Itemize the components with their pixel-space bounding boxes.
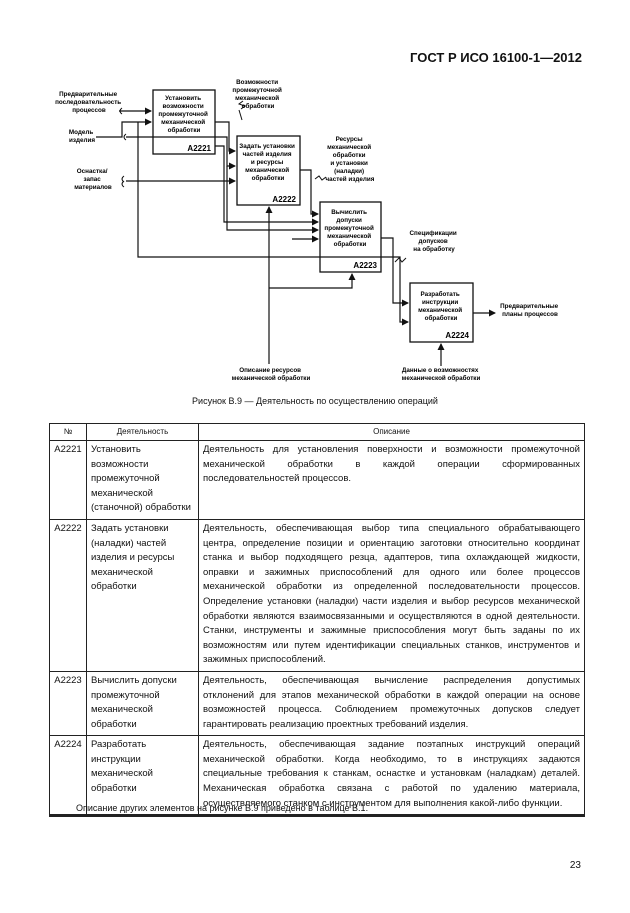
table-row: A2223 Вычислить допуски промежуточной ме…	[49, 670, 585, 737]
idef0-diagram: Предварительные последовательность проце…	[55, 79, 560, 382]
output-label-plans: Предварительные планы процессов	[500, 303, 560, 318]
control-label-capabilities: Возможности промежуточной механической о…	[232, 79, 283, 110]
row-number: A2221	[49, 440, 87, 520]
row-number: A2222	[49, 518, 87, 672]
arrow-mech-resources-a2223	[269, 273, 356, 289]
box-a2224-title: Разработать инструкции механической обра…	[418, 290, 464, 322]
box-a2221-title: Установить возможности промежуточной мех…	[158, 95, 209, 134]
box-a2221-code: A2221	[187, 144, 211, 153]
page-number: 23	[569, 860, 581, 871]
arrow-a2222-output	[300, 169, 319, 218]
box-a2222-title: Задать установки частей изделия и ресурс…	[239, 143, 296, 182]
col-header-number: №	[49, 423, 87, 441]
mechanism-label-data: Данные о возможностях механической обраб…	[402, 367, 481, 382]
arrow-input-model	[96, 118, 152, 138]
box-a2223-code: A2223	[353, 261, 377, 270]
row-description: Деятельность, обеспечивающая выбор типа …	[198, 518, 585, 672]
control-label-resources: Ресурсы механической обработки и установ…	[326, 136, 375, 183]
table-row: A2222 Задать установки (наладки) частей …	[49, 518, 585, 672]
row-activity: Вычислить допуски промежуточной механиче…	[86, 670, 199, 737]
tunnel-brackets	[119, 107, 127, 188]
table-row: A2221 Установить возможности промежуточн…	[49, 440, 585, 520]
activity-box-a2222	[236, 135, 301, 206]
input-label-sequences: Предварительные последовательность проце…	[55, 91, 123, 114]
row-description: Деятельность для установления поверхност…	[198, 440, 585, 520]
table-row: A2224 Разработать инструкции механическо…	[49, 735, 585, 818]
arrow-model-to-a2223	[226, 166, 319, 234]
row-activity: Задать установки (наладки) частей издели…	[86, 518, 199, 672]
input-label-model: Модель изделия	[69, 129, 95, 144]
arrow-model-to-a2222	[126, 136, 236, 170]
activities-table: № Деятельность Описание A2221 Установить…	[49, 423, 585, 818]
arrow-a2221-to-a2223	[215, 145, 319, 226]
box-a2223-title: Вычислить допуски промежуточной механиче…	[324, 209, 375, 248]
arrow-a2223-output	[381, 237, 409, 307]
row-description: Деятельность, обеспечивающая вычисление …	[198, 670, 585, 737]
control-label-tolerances: Спецификации допусков на обработку	[410, 230, 459, 253]
box-a2222-code: A2222	[272, 195, 296, 204]
activity-box-a2223	[319, 201, 382, 273]
box-a2224-code: A2224	[445, 331, 469, 340]
squiggle-connectors	[237, 100, 407, 263]
document-header: ГОСТ Р ИСО 16100-1—2012	[410, 50, 582, 65]
table-header-row: № Деятельность Описание	[49, 423, 585, 441]
arrow-bypass-a2224	[392, 256, 409, 326]
row-number: A2223	[49, 670, 87, 737]
footnote-text: Описание других элементов на рисунке В.9…	[76, 803, 369, 813]
col-header-description: Описание	[198, 423, 585, 441]
row-activity: Установить возможности промежуточной мех…	[86, 440, 199, 520]
arrow-a2221-output	[215, 121, 236, 155]
input-label-stock: Оснастка/ запас материалов	[74, 168, 112, 191]
arrow-bypass	[137, 122, 392, 258]
col-header-activity: Деятельность	[86, 423, 199, 441]
row-description: Деятельность, обеспечивающая задание поэ…	[198, 735, 585, 818]
figure-caption: Рисунок В.9 — Деятельность по осуществле…	[192, 396, 438, 406]
arrows	[96, 107, 496, 366]
mechanism-label-resources: Описание ресурсов механической обработки	[232, 367, 311, 382]
